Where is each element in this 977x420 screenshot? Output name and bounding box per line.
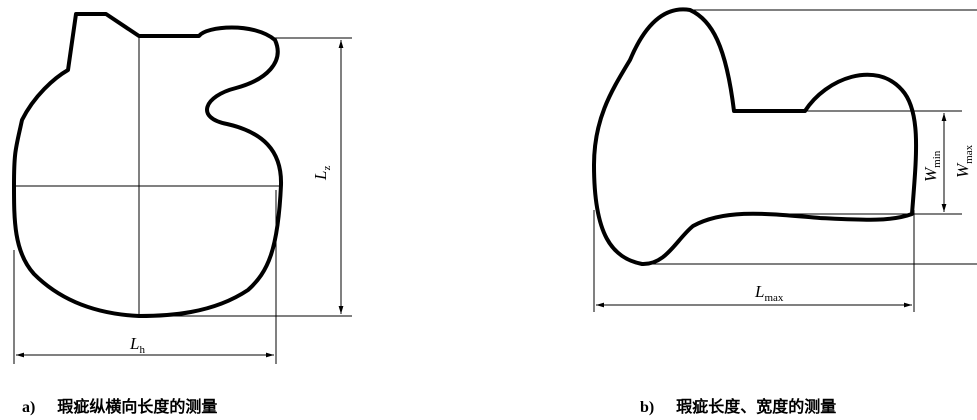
caption-b-letter: b): [640, 399, 655, 416]
vertical-length-label: Lz: [311, 166, 333, 181]
caption-a-letter: a): [22, 399, 36, 416]
diagram-a: Lz Lh: [12, 12, 352, 364]
caption-b-text: 瑕疵长度、宽度的测量: [676, 397, 837, 416]
defect-outline-a: [12, 12, 284, 318]
caption-b: b) 瑕疵长度、宽度的测量: [640, 397, 836, 418]
caption-a: a) 瑕疵纵横向长度的测量: [22, 397, 217, 418]
horizontal-length-label: Lh: [129, 334, 145, 356]
caption-a-text: 瑕疵纵横向长度的测量: [57, 397, 218, 416]
defect-outline-b: [592, 7, 919, 267]
min-width-label: Wmin: [921, 150, 943, 182]
diagram-b: Wmin Wmax Lmax: [592, 7, 977, 312]
max-length-label: Lmax: [754, 282, 784, 304]
max-width-label: Wmax: [953, 144, 975, 178]
